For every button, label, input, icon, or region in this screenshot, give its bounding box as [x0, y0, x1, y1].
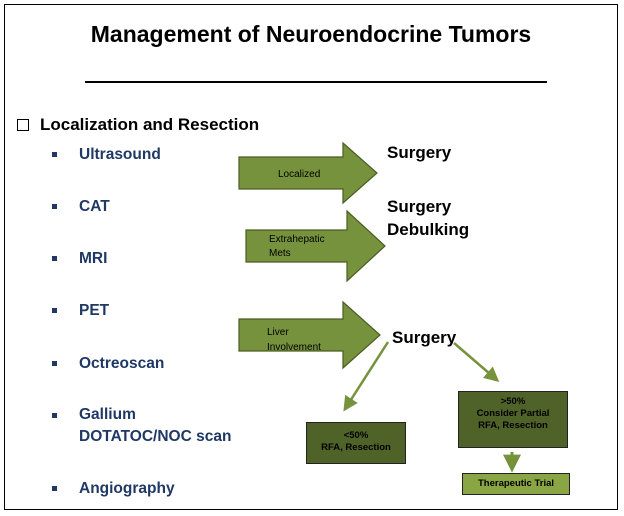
bullet-icon: [52, 486, 57, 491]
box-trial-label: Therapeutic Trial: [477, 478, 555, 489]
outcome-debulking: Debulking: [387, 220, 470, 239]
arrow-label-liver-line2: Involvement: [267, 342, 321, 353]
outcome-surgery-localized: Surgery: [387, 143, 452, 162]
modality-gallium-line1: Gallium: [79, 406, 136, 423]
outcome-surgery-extrahepatic: Surgery: [387, 197, 452, 216]
box-greater-than-50: >50% Consider Partial RFA, Resection: [458, 391, 568, 448]
modality-gallium-line2: DOTATOC/NOC scan: [79, 428, 232, 445]
box-less-than-50: <50% RFA, Resection: [306, 422, 406, 464]
slide-title: Management of Neuroendocrine Tumors: [90, 21, 532, 47]
outcome-surgery-liver: Surgery: [392, 328, 457, 347]
bullet-icon: [52, 256, 57, 261]
box-gt50-line2: Consider Partial: [476, 408, 550, 419]
modality-cat: CAT: [79, 198, 110, 215]
box-lt50-line1: <50%: [343, 430, 369, 441]
modality-mri: MRI: [79, 250, 108, 267]
modality-pet: PET: [79, 302, 110, 319]
checkbox-bullet-icon: [17, 119, 29, 131]
connector-to-gt50: [453, 342, 500, 382]
connector-to-lt50: [343, 341, 390, 412]
arrow-label-extrahepatic-line1: Extrahepatic: [269, 234, 325, 245]
arrow-extrahepatic: [245, 209, 386, 283]
bullet-icon: [52, 204, 57, 209]
box-gt50-line1: >50%: [500, 396, 526, 407]
box-gt50-line3: RFA, Resection: [478, 420, 548, 431]
box-therapeutic-trial: Therapeutic Trial: [462, 473, 570, 495]
arrow-label-localized: Localized: [278, 169, 321, 180]
arrow-label-liver-line1: Liver: [267, 327, 289, 338]
arrow-liver: [238, 300, 381, 370]
box-lt50-line2: RFA, Resection: [321, 442, 391, 453]
modality-angiography: Angiography: [79, 480, 175, 497]
arrow-label-extrahepatic-line2: Mets: [269, 248, 291, 259]
modality-ultrasound: Ultrasound: [79, 146, 161, 163]
bullet-icon: [52, 413, 57, 418]
modality-octreoscan: Octreoscan: [79, 355, 165, 372]
bullet-icon: [52, 152, 57, 157]
title-divider: [85, 81, 547, 83]
arrow-localized: [238, 141, 378, 205]
bullet-icon: [52, 308, 57, 313]
slide: Management of Neuroendocrine Tumors Loca…: [4, 4, 618, 510]
flow-graphics: [238, 141, 521, 473]
section-heading: Localization and Resection: [40, 115, 260, 134]
bullet-icon: [52, 361, 57, 366]
